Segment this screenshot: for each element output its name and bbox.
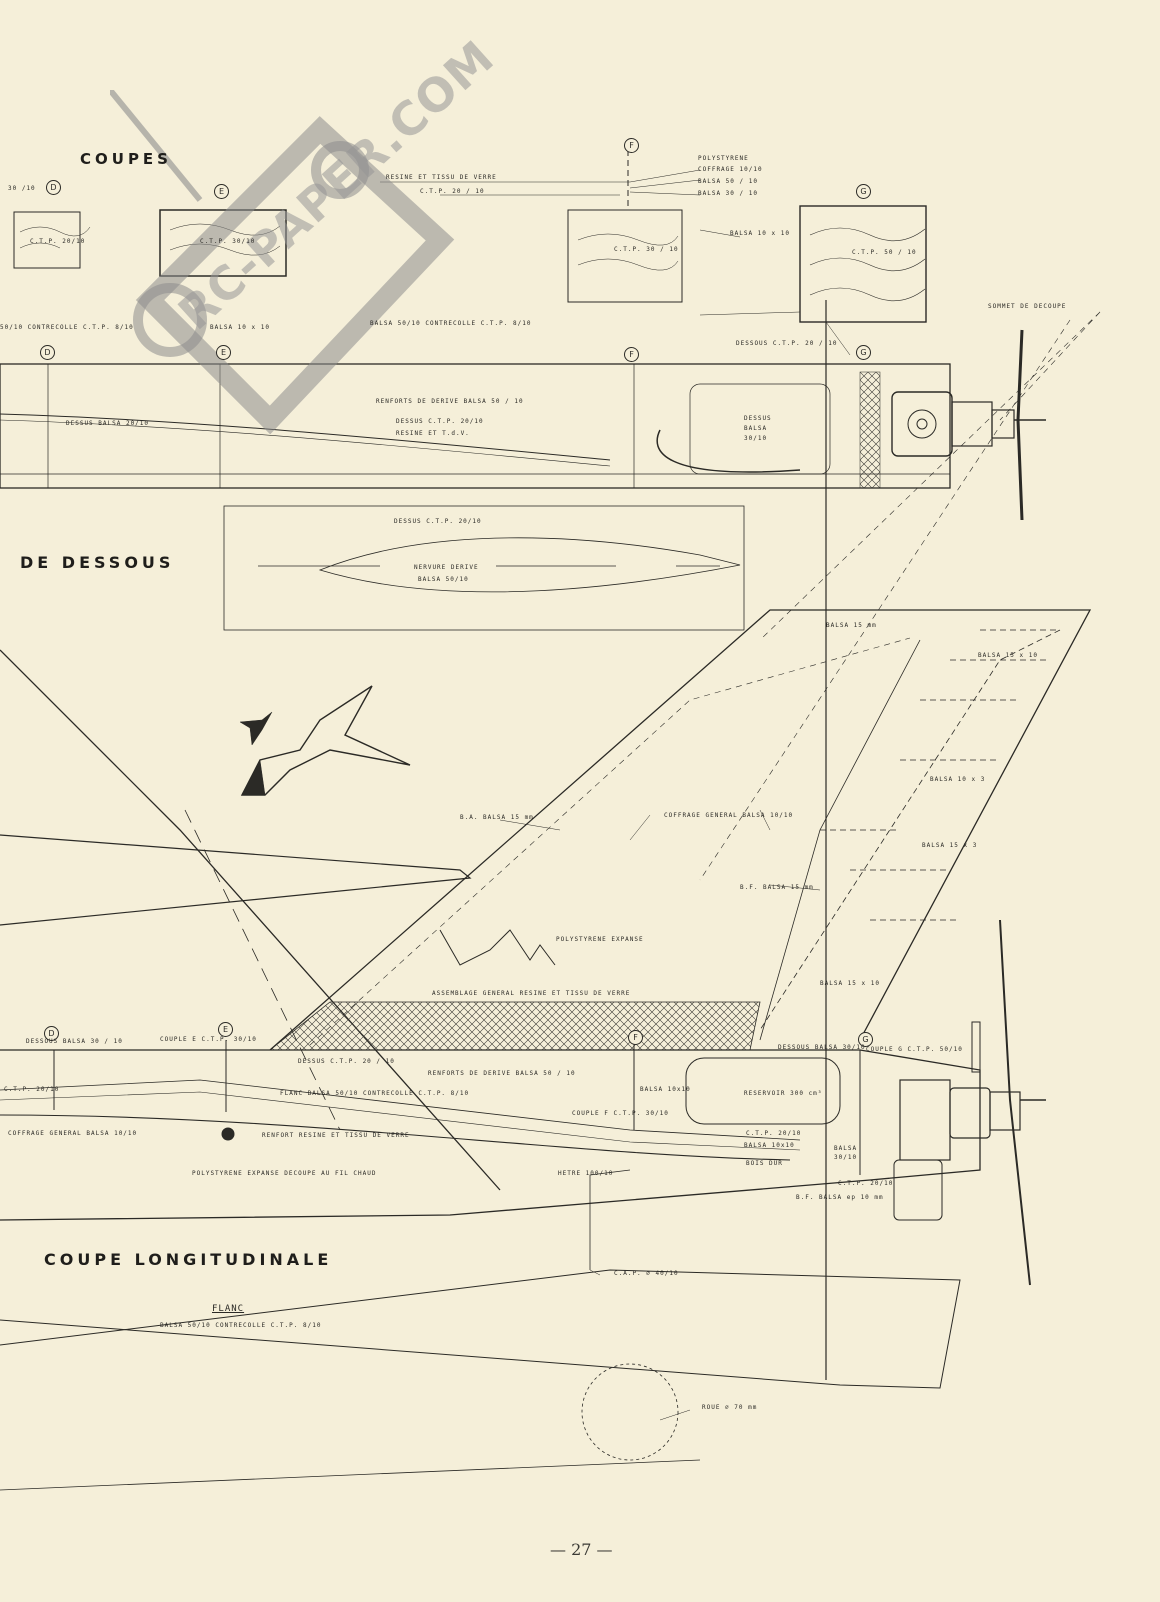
marker-g-low: G (858, 1032, 873, 1047)
label-flanc-balsa: FLANC BALSA 50/10 CONTRECOLLE C.T.P. 8/1… (280, 1090, 470, 1097)
label-polystyrene-decoupe: POLYSTYRENE EXPANSE DECOUPE AU FIL CHAUD (192, 1170, 377, 1177)
underside-view (223, 505, 745, 631)
marker-g-mid: G (856, 345, 871, 360)
label-ctp-20-top: C.T.P. 20 / 10 (420, 188, 485, 195)
label-ctp-20-c: C.T.P. 20/10 (838, 1180, 894, 1187)
label-contrecolle-2: BALSA 50/10 CONTRECOLLE C.T.P. 8/10 (370, 320, 532, 327)
label-dessus-ctp-2: DESSUS C.T.P. 20 / 10 (298, 1058, 395, 1065)
marker-e-top: E (214, 184, 229, 199)
marker-f-low: F (628, 1030, 643, 1045)
label-nervure-derive: NERVURE DERIVE (414, 564, 479, 571)
marker-g-top: G (856, 184, 871, 199)
label-couple-g: COUPLE G C.T.P. 50/10 (866, 1046, 963, 1053)
label-balsa-30-b: BALSA 30/10 (834, 1145, 858, 1161)
label-coffrage: COFFRAGE 10/10 (698, 166, 763, 173)
engine-side-view (893, 919, 1046, 1286)
label-assemblage: ASSEMBLAGE GENERAL RESINE ET TISSU DE VE… (432, 990, 631, 997)
section-f-box (567, 150, 683, 303)
marker-e-mid: E (216, 345, 231, 360)
marker-d-mid: D (40, 345, 55, 360)
label-vue-balsa: BALSA 50/10 (418, 576, 469, 583)
watermark-graphic (110, 90, 455, 435)
resin-hatch-area (268, 1001, 761, 1051)
label-ctp-e: C.T.P. 30/10 (200, 238, 256, 245)
engine-top-view (891, 329, 1046, 521)
label-balsa-10x3: BALSA 10 x 3 (930, 776, 986, 783)
heading-coupes: COUPES (80, 150, 172, 168)
aircraft-silhouettes (239, 685, 411, 796)
label-dessous-balsa-30: DESSOUS BALSA 30 / 10 (26, 1038, 123, 1045)
label-renfort-resine: RENFORT RESINE ET TISSU DE VERRE (262, 1132, 410, 1139)
marker-f-top: F (624, 138, 639, 153)
label-reservoir: RESERVOIR 300 cm³ (744, 1090, 823, 1097)
fin-outline (269, 609, 1092, 1051)
heading-de-dessous: DE DESSOUS (20, 553, 175, 572)
label-hetre: HETRE 100/10 (558, 1170, 614, 1177)
label-contrecolle-1: 50/10 CONTRECOLLE C.T.P. 8/10 (0, 324, 134, 331)
label-polystyrene-expanse: POLYSTYRENE EXPANSE (556, 936, 644, 943)
marker-e-low: E (218, 1022, 233, 1037)
label-ctp-20-b: C.T.P. 20/10 (746, 1130, 802, 1137)
label-flanc-detail: BALSA 50/10 CONTRECOLLE C.T.P. 8/10 (160, 1322, 322, 1329)
label-vue-dessus-ctp: DESSUS C.T.P. 20/10 (394, 518, 482, 525)
section-g-box (799, 205, 927, 323)
section-d-box (13, 211, 91, 269)
label-ctp-d: C.T.P. 20/10 (30, 238, 86, 245)
label-bf-balsa-ep: B.F. BALSA ep 10 mm (796, 1194, 884, 1201)
label-couple-f: COUPLE F C.T.P. 30/10 (572, 1110, 669, 1117)
label-balsa-30: BALSA 30 / 10 (698, 190, 758, 197)
label-flanc: FLANC (212, 1304, 245, 1314)
heading-coupe-longitudinale: COUPE LONGITUDINALE (44, 1250, 333, 1269)
marker-f-mid: F (624, 347, 639, 362)
page-number: — 27 — (550, 1540, 613, 1559)
label-balsa-10x10-e: BALSA 10 x 10 (210, 324, 270, 331)
label-dessous-balsa-g: DESSOUS BALSA 30/10 (778, 1044, 866, 1051)
label-dessus-ctp: DESSUS C.T.P. 20/10 (396, 418, 484, 425)
label-renforts-derive: RENFORTS DE DERIVE BALSA 50 / 10 (376, 398, 524, 405)
label-coffrage-general-2: COFFRAGE GENERAL BALSA 10/10 (8, 1130, 138, 1137)
top-view-fuselage (0, 363, 951, 489)
label-cap: C.A.P. ∅ 40/10 (614, 1270, 679, 1277)
label-balsa-10x10-top: BALSA 10 x 10 (730, 230, 790, 237)
label-ba-balsa: B.A. BALSA 15 mm (460, 814, 534, 821)
flank-view (0, 1169, 961, 1491)
label-dessus-balsa: DESSUS BALSA 20/10 (66, 420, 150, 427)
label-bf-balsa-15: B.F. BALSA 15 mm (740, 884, 814, 891)
label-resine-tissu: RESINE ET TISSU DE VERRE (386, 174, 497, 181)
label-coffrage-general: COFFRAGE GENERAL BALSA 10/10 (664, 812, 794, 819)
label-balsa-10x10-c: BALSA 10x10 (640, 1086, 691, 1093)
label-ctp-20-left: C.T.P. 20/10 (4, 1086, 60, 1093)
label-couple-e: COUPLE E C.T.P. 30/10 (160, 1036, 257, 1043)
label-roue: ROUE ∅ 70 mm (702, 1404, 758, 1411)
label-balsa-15x3: BALSA 15 x 3 (922, 842, 978, 849)
label-ctp-f: C.T.P. 30 / 10 (614, 246, 679, 253)
label-ctp-g: C.T.P. 50 / 10 (852, 249, 917, 256)
label-sommet-decoupe: SOMMET DE DECOUPE (988, 303, 1067, 310)
label-dessus-balsa-30: DESSUS BALSA 30/10 (744, 415, 772, 442)
label-bois-dur: BOIS DUR (746, 1160, 783, 1167)
marker-d-top: D (46, 180, 61, 195)
label-balsa-15x10-b: BALSA 15 x 10 (820, 980, 880, 987)
label-dessous-ctp-g: DESSOUS C.T.P. 20 / 10 (736, 340, 838, 347)
label-balsa-15mm: BALSA 15 mm (826, 622, 877, 629)
label-polystyrene: POLYSTYRENE (698, 155, 749, 162)
marker-d-low: D (44, 1026, 59, 1041)
label-30-10: 30 /10 (8, 185, 36, 192)
label-renforts-derive-2: RENFORTS DE DERIVE BALSA 50 / 10 (428, 1070, 576, 1077)
label-resine-tdv: RESINE ET T.d.V. (396, 430, 470, 437)
label-balsa-15x10: BALSA 15 x 10 (978, 652, 1038, 659)
longitudinal-section (0, 1040, 981, 1221)
label-balsa-50: BALSA 50 / 10 (698, 178, 758, 185)
label-balsa-10x10-d: BALSA 10x10 (744, 1142, 795, 1149)
